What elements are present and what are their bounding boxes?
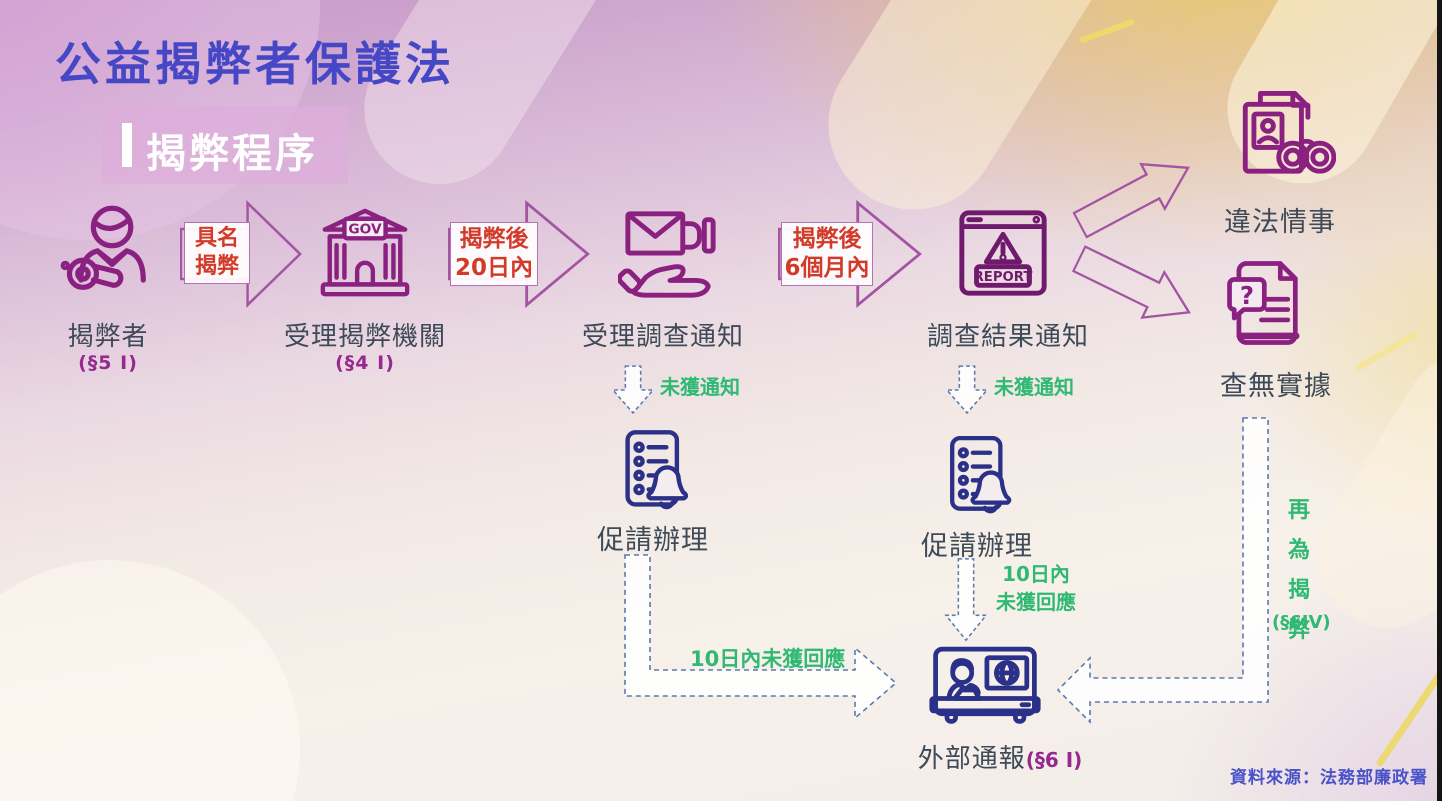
flow-arrow-diagonal-up-icon xyxy=(1072,162,1190,239)
flow-arrow-diagonal-down-icon xyxy=(1071,245,1191,319)
node-label-external-report: 外部通報 (§6 I) xyxy=(900,738,1100,775)
node-label: 促請辦理 xyxy=(597,525,709,556)
label-no-response-10-days: 10日內未獲回應 xyxy=(690,647,846,671)
node-ref: (§4 I) xyxy=(335,352,395,374)
label-re-disclose-ref: (§6IV) xyxy=(1272,612,1331,633)
source-credit: 資料來源：法務部廉政署 xyxy=(1230,768,1428,788)
node-ref: (§6 I) xyxy=(1025,748,1083,772)
dashed-elbow-arrow-right-icon xyxy=(624,554,898,720)
node-label: 揭弊者 xyxy=(67,322,149,352)
label-char: 弊 xyxy=(1288,618,1311,643)
arrow-label-line: 具名 xyxy=(194,225,239,251)
arrow-label-within-6-months: 揭弊後 6個月內 xyxy=(781,222,873,286)
node-external-report xyxy=(928,644,1042,736)
label-re-disclose-vertical: 再 為 揭 弊 xyxy=(1288,492,1310,644)
report-text: REPORT xyxy=(974,270,1033,285)
yellow-line-decoration xyxy=(1375,639,1442,768)
arrow-label-line: 揭弊後 xyxy=(459,225,529,252)
label-char: 為 xyxy=(1288,538,1311,563)
government-building-icon: GOV xyxy=(320,208,410,297)
page-title: 公益揭弊者保護法 xyxy=(55,37,455,91)
dashed-down-arrow-icon xyxy=(611,365,655,415)
node-label: 促請辦理 xyxy=(921,531,1033,562)
case-file-handcuffs-icon xyxy=(1242,91,1336,174)
yellow-line-decoration xyxy=(1355,330,1419,372)
section-header: 揭弊程序 xyxy=(102,106,348,184)
report-window-icon: REPORT xyxy=(959,210,1047,296)
news-broadcast-icon xyxy=(929,646,1041,724)
node-accepting-agency: GOV xyxy=(314,206,416,304)
arrow-label-line: 20日內 xyxy=(454,255,533,281)
gov-text: GOV xyxy=(348,221,382,237)
arrow-label-line: 6個月內 xyxy=(784,255,870,281)
label-line: 10日內 xyxy=(1002,562,1070,586)
label-char: 再 xyxy=(1288,498,1311,523)
node-whistleblower xyxy=(58,198,162,308)
label-no-response-10-days: 10日內 未獲回應 xyxy=(996,560,1076,616)
label-no-notice: 未獲通知 xyxy=(994,375,1074,399)
node-result-notice: REPORT xyxy=(952,204,1054,302)
checklist-bell-icon xyxy=(950,436,1012,514)
node-illegal-matter xyxy=(1228,86,1336,196)
dashed-down-arrow-icon xyxy=(944,558,988,642)
node-label: 受理調查通知 xyxy=(581,322,744,352)
node-label: 調查結果通知 xyxy=(926,322,1089,352)
node-label: 違法情事 xyxy=(1224,207,1336,238)
arrow-label-within-20-days: 揭弊後 20日內 xyxy=(450,222,538,286)
arrow-label-line: 揭弊 xyxy=(194,254,239,279)
node-investigation-notice xyxy=(618,206,724,304)
node-label: 外部通報 xyxy=(917,744,1026,774)
label-line: 未獲回應 xyxy=(996,590,1076,614)
arrow-label-named-disclosure: 具名 揭弊 xyxy=(184,222,250,284)
label-char: 揭 xyxy=(1288,578,1311,603)
question-mark-text: ? xyxy=(1240,281,1254,310)
node-urge-handling-1 xyxy=(610,426,698,516)
dashed-down-arrow-icon xyxy=(945,365,989,415)
node-label: 受理揭弊機關 xyxy=(283,322,446,352)
yellow-line-decoration xyxy=(1078,18,1136,44)
section-subtitle: 揭弊程序 xyxy=(146,131,318,177)
person-whistle-icon xyxy=(60,205,146,290)
subtitle-accent-bar xyxy=(122,123,132,167)
label-no-notice: 未獲通知 xyxy=(660,375,740,399)
arrow-label-line: 揭弊後 xyxy=(792,225,862,252)
node-label: 查無實據 xyxy=(1220,371,1332,402)
checklist-bell-icon xyxy=(625,430,689,510)
dashed-elbow-arrow-left-icon xyxy=(1056,417,1269,724)
node-ref: (§5 I) xyxy=(78,352,138,374)
envelope-hand-icon xyxy=(618,211,716,298)
screen-edge-strip xyxy=(1437,0,1442,801)
document-question-icon: ? xyxy=(1227,261,1300,345)
node-urge-handling-2 xyxy=(935,432,1021,520)
node-no-evidence: ? xyxy=(1222,256,1316,350)
background-circle-decoration xyxy=(0,560,300,801)
